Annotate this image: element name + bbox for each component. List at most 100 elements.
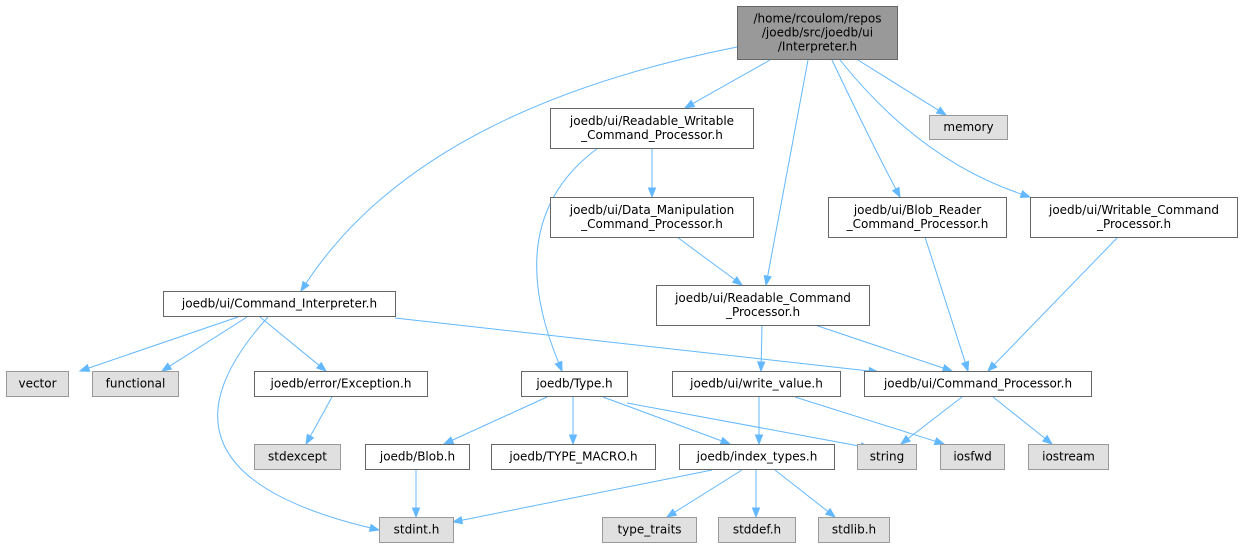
edge-readable-cp-to-write-value — [756, 324, 766, 373]
node-label-line: joedb/ui/Writable_Command — [1048, 203, 1219, 217]
arrowhead-icon — [933, 437, 946, 446]
node-label-line: string — [870, 450, 904, 464]
node-data-manipulation-cp[interactable]: joedb/ui/Data_Manipulation_Command_Proce… — [550, 197, 754, 238]
node-box — [365, 444, 470, 470]
edge-line — [767, 59, 809, 277]
node-iosfwd[interactable]: iosfwd — [940, 444, 1005, 470]
node-string[interactable]: string — [857, 444, 917, 470]
node-box — [521, 371, 628, 397]
node-stdexcept[interactable]: stdexcept — [254, 444, 341, 470]
edge-command-interpreter-to-functional — [160, 316, 248, 372]
node-label-line: iosfwd — [953, 450, 991, 464]
node-type-traits[interactable]: type_traits — [602, 517, 697, 543]
edge-command-interpreter-to-vector — [78, 316, 239, 372]
edge-line — [217, 316, 371, 529]
edge-blob-reader-cp-to-command-processor — [924, 236, 970, 373]
edge-blob-to-stdint — [411, 470, 421, 519]
arrowhead-icon — [731, 275, 744, 286]
node-exception[interactable]: joedb/error/Exception.h — [254, 371, 428, 397]
node-box — [656, 285, 870, 326]
arrowhead-icon — [824, 507, 837, 518]
node-writable-cp[interactable]: joedb/ui/Writable_Command_Processor.h — [1030, 197, 1238, 238]
arrowhead-icon — [554, 360, 563, 373]
edge-type-to-index-types — [602, 396, 732, 445]
edge-line — [451, 396, 548, 441]
edge-exception-to-stdexcept — [305, 396, 333, 446]
node-label-line: _Command_Processor.h — [580, 128, 723, 142]
arrowhead-icon — [411, 507, 421, 519]
edge-line — [309, 396, 333, 437]
node-box — [254, 371, 428, 397]
edge-line — [760, 324, 763, 363]
node-box — [718, 517, 796, 543]
arrowhead-icon — [763, 274, 772, 287]
arrowhead-icon — [751, 507, 761, 519]
edge-readable-cp-to-command-processor — [814, 324, 954, 372]
node-box — [672, 371, 841, 397]
arrowhead-icon — [987, 361, 998, 372]
edge-write-value-to-index-types — [754, 397, 764, 446]
node-type-macro[interactable]: joedb/TYPE_MACRO.h — [491, 444, 656, 470]
edge-command-interpreter-to-stdint — [217, 316, 381, 532]
edge-line — [461, 469, 713, 521]
node-stdint[interactable]: stdint.h — [379, 517, 454, 543]
node-label-line: _Command_Processor.h — [580, 217, 723, 231]
node-label-line: /Interpreter.h — [778, 40, 857, 54]
node-blob[interactable]: joedb/Blob.h — [365, 444, 470, 470]
arrowhead-icon — [568, 434, 578, 446]
edge-readable-writable-cp-to-type — [536, 147, 599, 373]
node-stdlib[interactable]: stdlib.h — [818, 517, 890, 543]
edge-index-types-to-type-traits — [665, 469, 743, 518]
node-stddef[interactable]: stddef.h — [718, 517, 796, 543]
arrowhead-icon — [78, 363, 91, 372]
node-box — [857, 444, 917, 470]
node-box — [379, 517, 454, 543]
edge-type-to-blob — [442, 396, 548, 445]
node-label-line: iostream — [1042, 450, 1095, 464]
node-box — [1030, 197, 1238, 238]
node-iostream[interactable]: iostream — [1028, 444, 1109, 470]
node-command-processor[interactable]: joedb/ui/Command_Processor.h — [864, 371, 1092, 397]
node-type[interactable]: joedb/Type.h — [521, 371, 628, 397]
node-label-line: _Processor.h — [725, 305, 800, 319]
arrowhead-icon — [719, 436, 732, 445]
node-label-line: joedb/ui/Readable_Command — [674, 291, 851, 305]
node-label-line: joedb/Type.h — [535, 377, 612, 391]
arrowhead-icon — [442, 436, 455, 445]
edge-interpreter-to-memory — [857, 59, 948, 116]
edge-write-value-to-iosfwd — [794, 396, 946, 446]
edge-command-processor-to-string — [899, 396, 963, 445]
edge-line — [774, 469, 829, 512]
node-index-types[interactable]: joedb/index_types.h — [679, 444, 835, 470]
node-command-interpreter[interactable]: joedb/ui/Command_Interpreter.h — [163, 291, 396, 317]
edge-type-to-type-macro — [568, 397, 578, 446]
edge-line — [88, 316, 239, 369]
arrowhead-icon — [300, 280, 310, 293]
node-box — [929, 115, 1008, 140]
node-label-line: joedb/TYPE_MACRO.h — [508, 450, 637, 464]
edge-line — [676, 236, 736, 281]
node-box — [550, 197, 754, 238]
node-vector[interactable]: vector — [6, 371, 69, 397]
edge-line — [169, 316, 248, 367]
edge-interpreter-to-readable-writable-cp — [683, 59, 771, 109]
edge-interpreter-to-blob-reader-cp — [831, 59, 901, 199]
node-interpreter[interactable]: /home/rcoulom/repos/joedb/src/joedb/ui/I… — [737, 6, 898, 60]
arrowhead-icon — [891, 186, 901, 199]
node-write-value[interactable]: joedb/ui/write_value.h — [672, 371, 841, 397]
node-blob-reader-cp[interactable]: joedb/ui/Blob_Reader_Command_Processor.h — [828, 197, 1007, 238]
arrowhead-icon — [305, 433, 315, 446]
node-memory[interactable]: memory — [929, 115, 1008, 140]
node-readable-writable-cp[interactable]: joedb/ui/Readable_Writable_Command_Proce… — [550, 108, 754, 149]
node-box — [864, 371, 1092, 397]
node-functional[interactable]: functional — [92, 371, 179, 397]
edge-line — [907, 396, 963, 439]
node-label-line: _Processor.h — [1096, 217, 1171, 231]
nodes-layer: /home/rcoulom/repos/joedb/src/joedb/ui/I… — [6, 6, 1238, 543]
edge-line — [259, 316, 320, 366]
edge-writable-cp-to-command-processor — [987, 236, 1119, 372]
node-label-line: joedb/ui/Readable_Writable — [569, 114, 734, 128]
node-readable-cp[interactable]: joedb/ui/Readable_Command_Processor.h — [656, 285, 870, 326]
node-box — [679, 444, 835, 470]
